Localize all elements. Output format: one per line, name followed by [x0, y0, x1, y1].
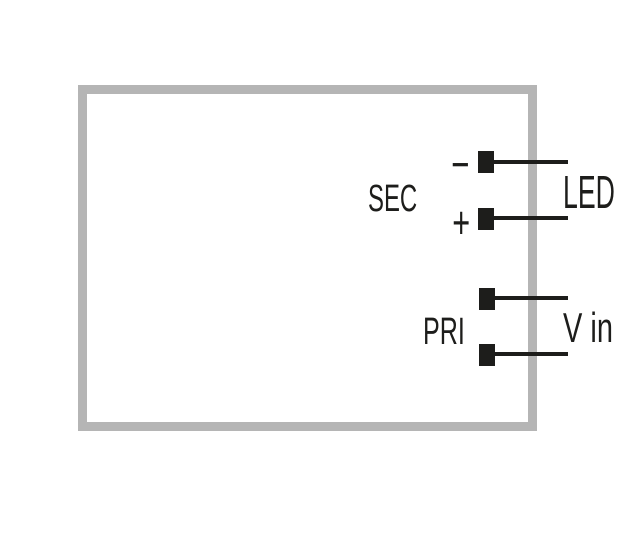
minus-polarity-label: − — [444, 141, 476, 187]
wire-pri-bottom — [493, 352, 568, 356]
plus-polarity-label: + — [443, 200, 479, 245]
vin-input-label: V in — [563, 304, 613, 351]
led-output-label: LED — [563, 166, 615, 218]
wire-pri-top — [493, 296, 568, 300]
wire-sec-negative — [493, 160, 568, 164]
terminal-pri-top — [479, 288, 495, 310]
plus-glyph: + — [452, 196, 470, 248]
driver-device-outline — [78, 85, 537, 431]
minus-glyph: − — [450, 138, 470, 190]
terminal-sec-positive — [478, 208, 494, 230]
terminal-sec-negative — [478, 151, 494, 173]
pri-winding-label: PRI — [423, 311, 465, 353]
sec-winding-label: SEC — [368, 178, 418, 220]
wire-sec-positive — [493, 216, 568, 220]
terminal-pri-bottom — [479, 344, 495, 366]
